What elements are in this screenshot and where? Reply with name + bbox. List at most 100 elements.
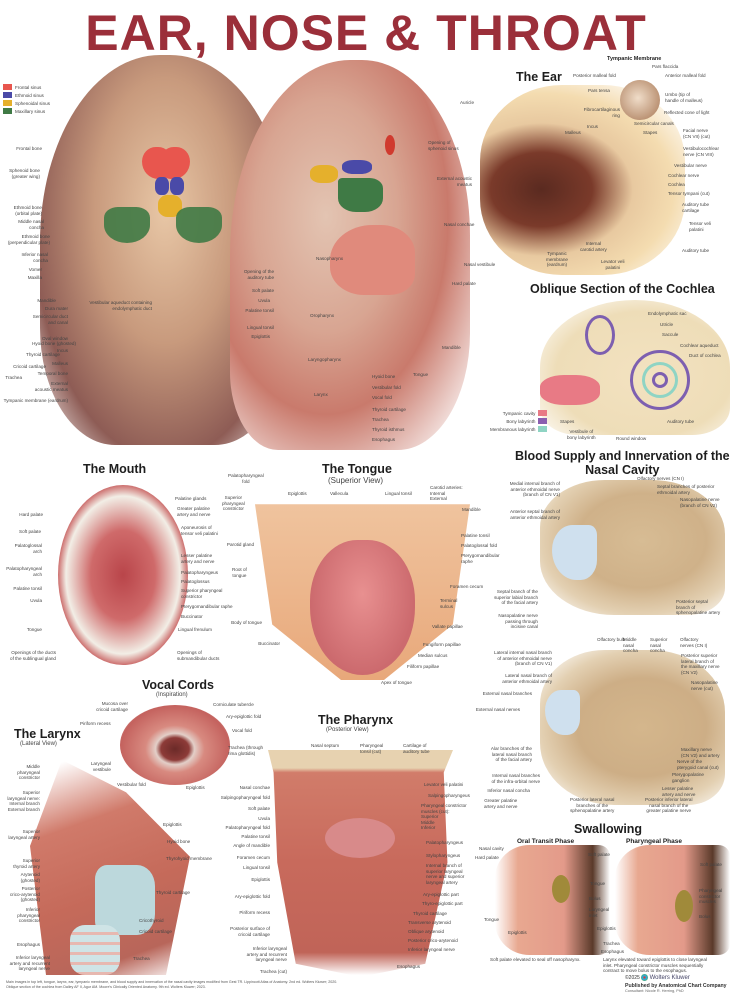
larynx-section-subtitle: (Lateral View)	[20, 741, 57, 747]
label: Angle of mandible	[233, 843, 270, 848]
label: Vestibular fold	[117, 782, 146, 787]
label: Vestibulocochlear nerve (CN VIII)	[683, 146, 720, 157]
label: Terminal sulcus	[440, 598, 458, 609]
pharynx-section-subtitle: (Posterior View)	[326, 727, 369, 733]
source-credits: Main images in top left, tongue, larynx,…	[6, 980, 338, 989]
label: Superior pharyngeal constrictor	[181, 588, 223, 599]
label: Semicircular canals	[634, 121, 674, 126]
label: Nasopalatine nerve (cut)	[691, 680, 718, 691]
label: Epiglottis	[163, 822, 182, 827]
label: Ethmoid bone (orbital plate)	[13, 205, 42, 216]
label: Middle nasal concha	[623, 637, 638, 653]
label: Levator veli palatini	[601, 259, 625, 270]
label: Internal carotid artery	[580, 241, 607, 252]
label: Ary-epiglottic part	[423, 892, 459, 897]
label: Vocal fold	[372, 395, 392, 400]
label: Palatopharyngeal fold	[228, 473, 264, 484]
publisher: Published by Anatomical Chart Company	[625, 982, 727, 989]
label: Lingual frenulum	[178, 627, 212, 632]
label: Epiglottis	[288, 491, 307, 496]
wolters-kluwer-logo-icon	[641, 974, 649, 981]
label: Superior nasal concha	[650, 637, 668, 653]
label: Inferior laryngeal nerve	[408, 947, 455, 952]
consultant: Consultant: Nicole R. Herring, PhD	[625, 989, 684, 994]
label: Inferior pharyngeal constrictor	[17, 907, 40, 923]
oral-transit-phase-title: Oral Transit Phase	[517, 838, 575, 845]
label: Posterior inferior lateral nasal branch …	[645, 797, 693, 813]
label: Epiglottis	[251, 334, 270, 339]
label: Opening of sphenoid sinus	[428, 140, 459, 151]
label: Median sulcus	[418, 653, 448, 658]
label: Soft palate	[588, 852, 610, 857]
label: Superior pharyngeal constrictor	[222, 495, 245, 511]
label: Hard palate	[452, 281, 476, 286]
label: Bolus	[699, 914, 711, 919]
label: Round window	[616, 436, 647, 441]
label: Inferior laryngeal artery and recurrent …	[9, 955, 50, 971]
label: Internal branch of superior laryngeal ne…	[426, 863, 465, 885]
label: Cochlea	[668, 182, 685, 187]
label: Filiform papillae	[407, 664, 440, 669]
vocal-cords-section-subtitle: (Inspiration)	[156, 692, 188, 698]
label: Auditory tube	[667, 419, 695, 424]
label: Septal branch of the superior labial bra…	[494, 589, 538, 605]
label: Openings of submandibular ducts	[177, 650, 220, 661]
label: Pars flaccida	[652, 64, 679, 69]
label: Body of tongue	[231, 620, 262, 625]
label: Nasal conchae	[239, 785, 270, 790]
label: Olfactory bulb	[597, 637, 626, 642]
label: Palatine tonsil	[245, 308, 274, 313]
label: Esophagus	[601, 949, 624, 954]
chart-title: EAR, NOSE & THROAT	[85, 5, 647, 61]
legend-item-maxillary-sinus: Maxillary sinus	[3, 108, 50, 114]
label: Posterior crico-arytenoid	[408, 938, 458, 943]
label: Lesser palatine artery and nerve	[181, 553, 215, 564]
label: Auricle	[459, 100, 474, 105]
label: Stapes	[560, 419, 575, 424]
label: Thyrohyoid membrane	[166, 856, 212, 861]
label: Vallecula	[330, 491, 349, 496]
label: Tongue	[413, 372, 429, 377]
label: Uvula	[258, 816, 270, 821]
label: Middle pharyngeal constrictor	[17, 764, 40, 780]
nasal-septum-illustration	[540, 480, 725, 615]
label: Pterygopalatine ganglion	[672, 772, 704, 783]
label: Trachea	[5, 375, 22, 380]
label: Nasal vestibule	[464, 262, 496, 267]
swallowing-section-title: Swallowing	[574, 822, 643, 836]
label: Opening of the auditory tube	[243, 269, 274, 280]
label: Septal branches of posterior ethmoidal a…	[657, 484, 715, 495]
label: Aponeurosis of tensor veli palatini	[181, 525, 218, 536]
label: Ary-epiglottic fold	[234, 894, 270, 899]
label: Stylopharyngeus	[426, 853, 461, 858]
label: Piriform recess	[239, 910, 270, 915]
label: Palatine tonsil	[13, 586, 42, 591]
label: Tympanic membrane (eardrum)	[3, 398, 68, 403]
label: Internal nasal branches of the infra-orb…	[491, 773, 540, 784]
label: Posterior crico-arytenoid (ghosted)	[9, 886, 40, 902]
label: Cochlear aqueduct	[680, 343, 719, 348]
label: Esophagus	[17, 942, 40, 947]
label: Umbo (tip of handle of malleus)	[665, 92, 703, 103]
label: Arytenoid (ghosted)	[20, 872, 40, 883]
label: Laryngeal vestibule	[90, 761, 111, 772]
label: Trachea	[133, 956, 150, 961]
label: External nasal nerves	[475, 707, 520, 712]
label: Tensor tympani (cut)	[668, 191, 710, 196]
label: Ethmoid bone (perpendicular plate)	[7, 234, 50, 245]
label: Epiglottis	[508, 930, 527, 935]
vocal-cords-illustration	[120, 705, 230, 785]
label: Oval window	[41, 336, 68, 341]
label: Utricle	[660, 322, 674, 327]
label: Fibrocartilaginous ring	[583, 107, 620, 118]
label: Lateral nasal branch of anterior ethmoid…	[502, 673, 552, 684]
label: Temporal bone	[37, 371, 68, 376]
label: Piriform recess	[80, 721, 111, 726]
label: Lingual tonsil	[247, 325, 274, 330]
label: Soft palate	[248, 806, 270, 811]
label: Cricoid cartilage	[139, 929, 172, 934]
label: Palatine tonsil	[241, 834, 270, 839]
label: Superior laryngeal nerve: Internal branc…	[7, 790, 40, 812]
label: Trachea	[603, 941, 620, 946]
label: Mucosa over cricoid cartilage	[96, 701, 128, 712]
